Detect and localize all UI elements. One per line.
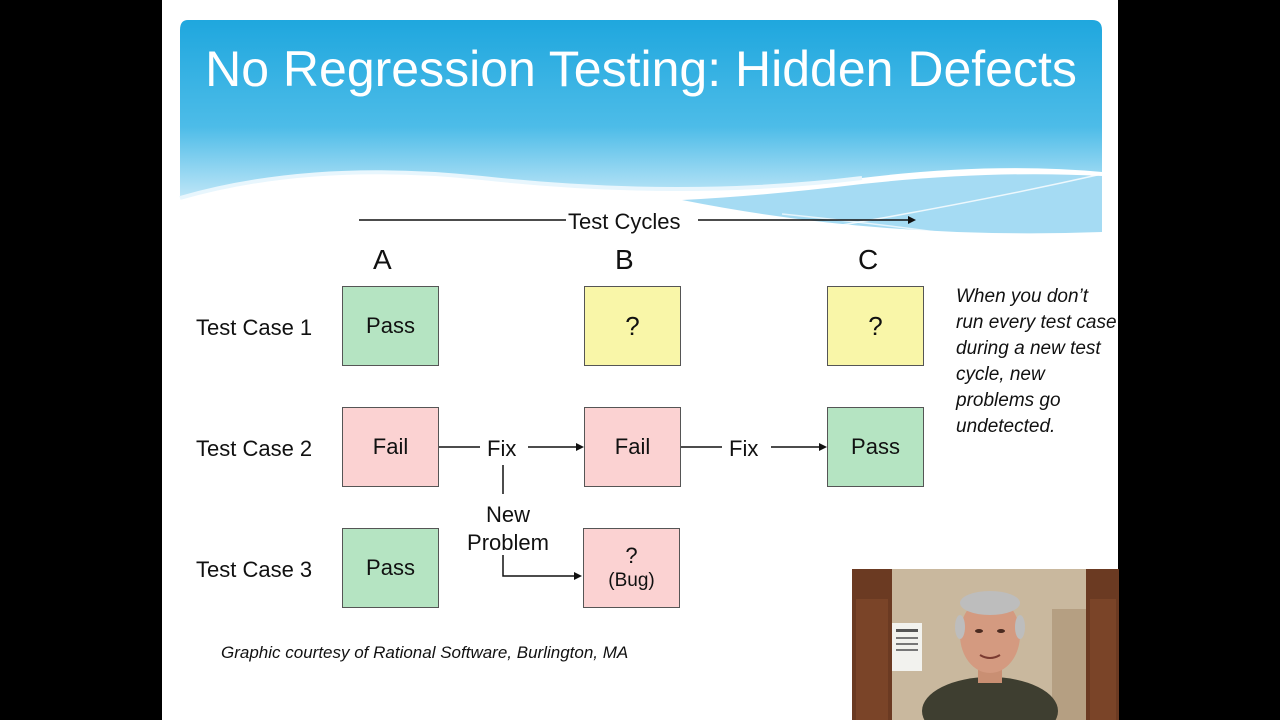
cell-tc3-b: ? (Bug)	[583, 528, 680, 608]
column-header-b: B	[615, 244, 634, 275]
cell-tc2-a: Fail	[342, 407, 439, 487]
test-cycles-label: Test Cycles	[568, 209, 681, 234]
fix-label-1: Fix	[487, 436, 517, 461]
row-label-test-case-2: Test Case 2	[196, 436, 313, 461]
test-cycles-arrow	[359, 216, 916, 580]
presenter-webcam-video	[852, 569, 1119, 720]
row-label-test-case-1: Test Case 1	[196, 315, 313, 340]
cell-tc3-b-question: ?	[625, 543, 638, 568]
cell-tc3-b-bug: (Bug)	[608, 570, 655, 591]
cell-tc1-a: Pass	[342, 286, 439, 366]
cell-tc1-c: ?	[827, 286, 924, 366]
column-header-a: A	[373, 244, 392, 275]
cell-tc2-c: Pass	[827, 407, 924, 487]
slide: No Regression Testing: Hidden Defects Te…	[162, 0, 1118, 720]
row-label-test-case-3: Test Case 3	[196, 557, 313, 582]
title-banner	[179, 20, 1103, 253]
new-problem-label: New Problem	[467, 502, 549, 555]
column-header-c: C	[858, 244, 879, 275]
side-note: When you don’t run every test case durin…	[956, 286, 1117, 437]
cell-tc1-b: ?	[584, 286, 681, 366]
credit-caption: Graphic courtesy of Rational Software, B…	[221, 643, 629, 662]
slide-title: No Regression Testing: Hidden Defects	[205, 41, 1077, 97]
fix-label-2: Fix	[729, 436, 759, 461]
presenter-image	[852, 569, 1119, 720]
cell-tc2-b: Fail	[584, 407, 681, 487]
cell-tc3-a: Pass	[342, 528, 439, 608]
